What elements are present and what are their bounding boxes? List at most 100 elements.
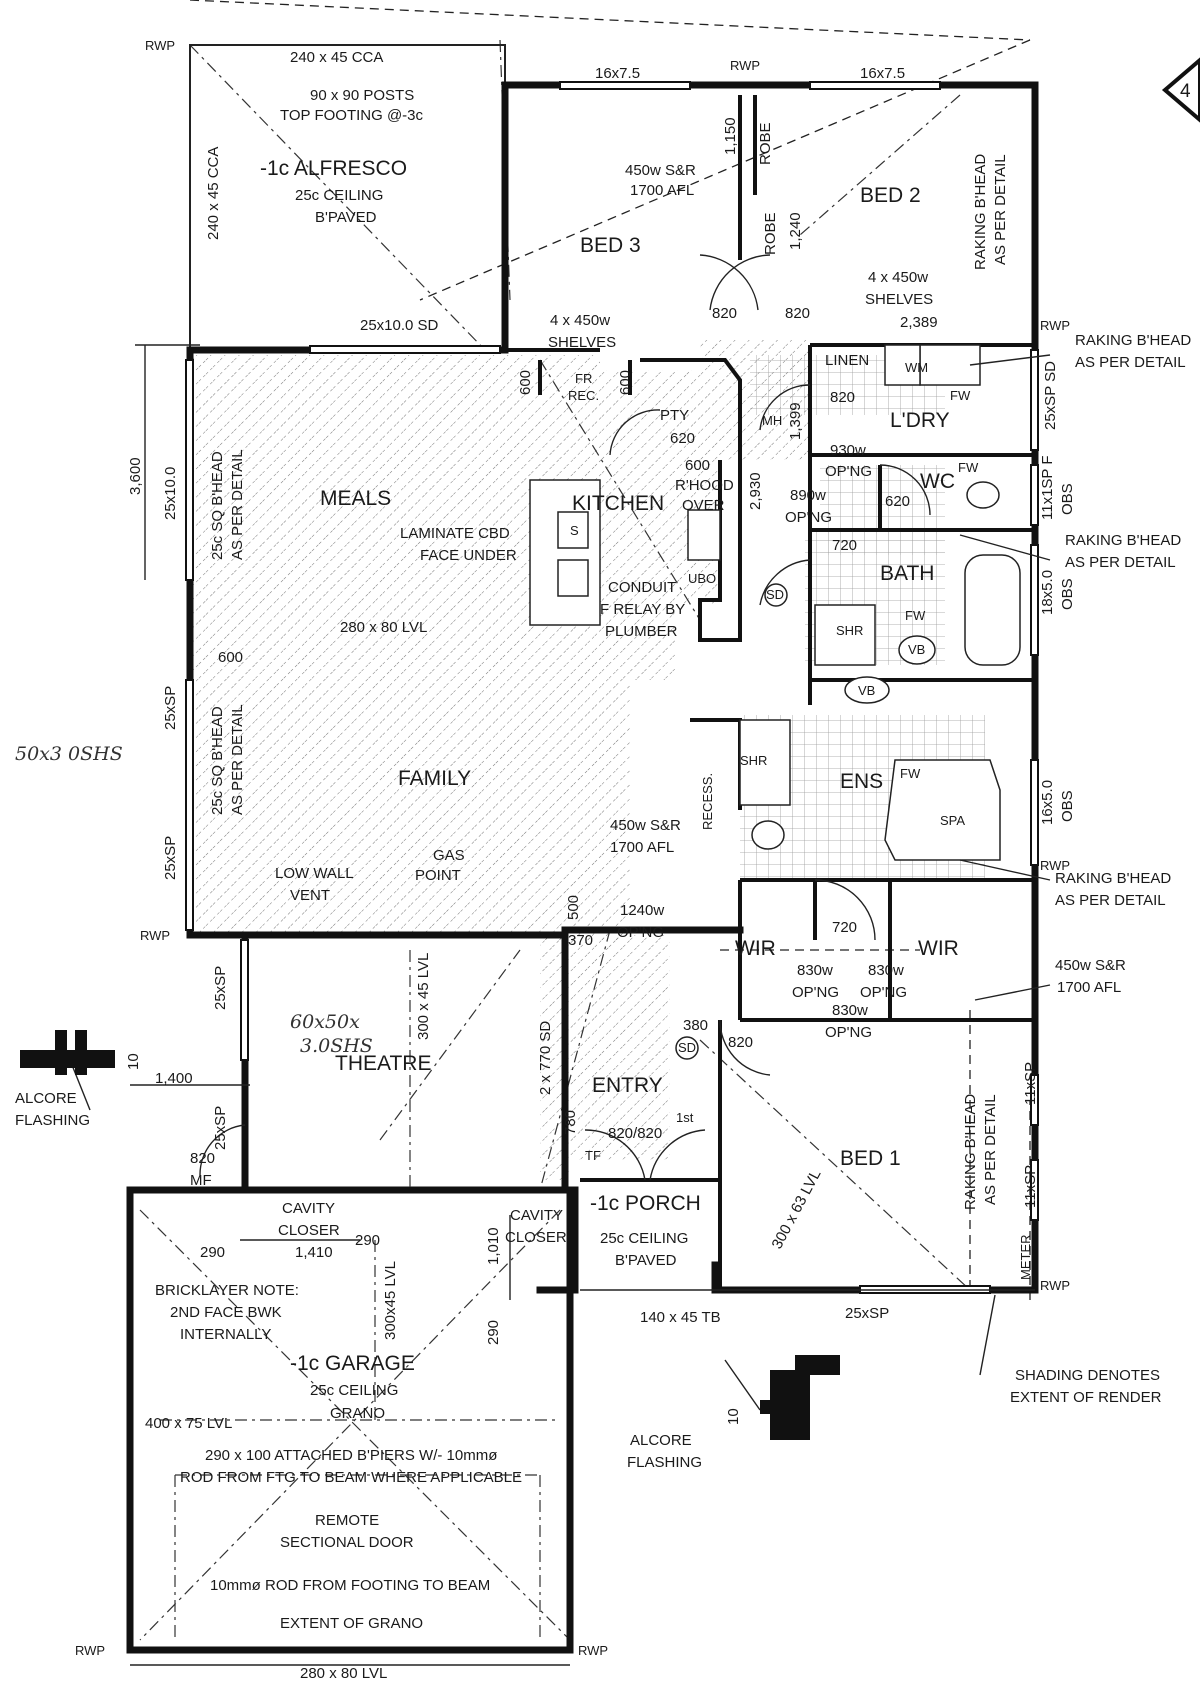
washing-machine-label: WM: [905, 360, 928, 375]
raking-ens-1: RAKING B'HEAD: [1055, 870, 1171, 887]
fw-wc: FW: [958, 460, 979, 475]
tf-label: TF: [585, 1148, 601, 1163]
room-bed2: BED 2: [860, 184, 921, 207]
opng-830-b-1: 830w: [868, 962, 904, 979]
dim-1010: 1,010: [485, 1227, 502, 1265]
door-820-mf: 820: [190, 1150, 215, 1167]
sd-alfresco: 25x10.0 SD: [360, 317, 439, 334]
opng-890-2: OP'NG: [785, 509, 832, 526]
opng-830-a-2: OP'NG: [792, 984, 839, 1001]
garage-grano: GRANO: [330, 1405, 385, 1422]
room-meals: MEALS: [320, 487, 391, 510]
vanity-basin-1: VB: [908, 642, 925, 657]
window-18x5: 18x5.0: [1039, 570, 1056, 615]
dim-3600: 3,600: [127, 457, 144, 495]
door-820-ldry: 820: [830, 389, 855, 406]
bhead-sq-2: AS PER DETAIL: [229, 449, 246, 560]
rwp-garage-left: RWP: [75, 1643, 105, 1658]
shelves-a-1: 4 x 450w: [868, 269, 928, 286]
bricklayer-1: BRICKLAYER NOTE:: [155, 1282, 299, 1299]
room-bed3: BED 3: [580, 234, 641, 257]
room-wir-right: WIR: [918, 937, 959, 960]
rhood-2: R'HOOD: [675, 477, 734, 494]
fw-ldry: FW: [950, 388, 971, 403]
lvl-300-garage: 300x45 LVL: [382, 1261, 399, 1340]
window-25xsp-mf: 25xSP: [212, 1106, 229, 1150]
fw-ens: FW: [900, 766, 921, 781]
hand-note-60x50-1: 60x50x: [290, 1011, 360, 1033]
shading-1: SHADING DENOTES: [1015, 1367, 1160, 1384]
oven-label: UBO: [688, 571, 716, 586]
window-11xsp-a: 11xSP: [1022, 1062, 1039, 1105]
grano-extent: EXTENT OF GRANO: [280, 1615, 423, 1632]
smoke-detector-2: SD: [678, 1040, 696, 1055]
hand-note-50x3: 50x3 0SHS: [15, 743, 123, 765]
ens-shower-label: SHR: [740, 753, 767, 768]
opng-1240-1: 1240w: [620, 902, 664, 919]
alcore-3: ALCORE: [630, 1432, 692, 1449]
tb-140: 140 x 45 TB: [640, 1309, 721, 1326]
fixtures: [529, 344, 1021, 1060]
dim-290-c: 290: [485, 1320, 502, 1345]
door-820-entry: 820: [728, 1034, 753, 1051]
reference-lines: [139, 0, 1031, 1641]
raking-bed2-2: AS PER DETAIL: [992, 154, 1009, 265]
smoke-detector-1: SD: [766, 587, 784, 602]
door-620-wc: 620: [885, 493, 910, 510]
recess-label: RECESS.: [700, 773, 715, 830]
dim-600-a: 600: [517, 370, 534, 395]
room-pantry: PTY: [660, 407, 689, 424]
alcore-detail-right: [760, 1355, 840, 1440]
manhole-label: MH: [762, 413, 782, 428]
alfresco-ceiling: 25c CEILING: [295, 187, 383, 204]
rwp-right3: RWP: [1040, 1278, 1070, 1293]
opng-830-c-2: OP'NG: [825, 1024, 872, 1041]
raking-bed1-2: AS PER DETAIL: [982, 1094, 999, 1205]
opng-930-1: 930w: [830, 442, 866, 459]
posts-note1: 90 x 90 POSTS: [310, 87, 414, 104]
window-11x1sp-f: 11x1SP F: [1039, 456, 1056, 520]
shelves-b-2: SHELVES: [548, 334, 616, 351]
sink-s: S: [570, 523, 579, 538]
fw-bath: FW: [905, 608, 926, 623]
lvl-280-bottom: 280 x 80 LVL: [300, 1665, 387, 1682]
porch-ceiling: 25c CEILING: [600, 1230, 688, 1247]
cavity-a-2: CLOSER: [278, 1222, 340, 1239]
door-820-a: 820: [712, 305, 737, 322]
sr-450-b-1: 450w S&R: [610, 817, 681, 834]
room-porch: -1c PORCH: [590, 1192, 701, 1215]
dim-500: 500: [565, 895, 582, 920]
alcore-detail-left: [20, 1030, 115, 1075]
window-16x75-a: 16x7.5: [595, 65, 640, 82]
room-robe-top: ROBE: [757, 122, 774, 165]
alfresco-paved: B'PAVED: [315, 209, 377, 226]
obs-bath: OBS: [1059, 578, 1076, 610]
door-820-b: 820: [785, 305, 810, 322]
rwp-right2: RWP: [1040, 858, 1070, 873]
dim-290-b: 290: [355, 1232, 380, 1249]
room-labels: -1c ALFRESCO 25c CEILING B'PAVED BED 3 B…: [260, 81, 1191, 1422]
sheet-marker: [1161, 57, 1200, 123]
sd-770: 2 x 770 SD: [537, 1021, 554, 1095]
rwp-top: RWP: [730, 58, 760, 73]
dim-2389: 2,389: [900, 314, 938, 331]
dim-780: 780: [562, 1110, 579, 1135]
dim-720-wir: 720: [832, 919, 857, 936]
mf-label: MF: [190, 1172, 212, 1189]
raking-bed2-1: RAKING B'HEAD: [972, 154, 989, 270]
dim-600-b: 600: [617, 370, 634, 395]
conduit-3: PLUMBER: [605, 623, 678, 640]
opng-830-a-1: 830w: [797, 962, 833, 979]
lvl-300-bed1: 300 x 63 LVL: [769, 1167, 825, 1252]
raking-ens-2: AS PER DETAIL: [1055, 892, 1166, 909]
bhead-sq2-1: 25c SQ B'HEAD: [209, 706, 226, 815]
shelves-a-2: SHELVES: [865, 291, 933, 308]
dim-370: 370: [568, 932, 593, 949]
remote-2: SECTIONAL DOOR: [280, 1534, 414, 1551]
window-25xsp-b: 25xSP: [162, 836, 179, 880]
door-620-pantry: 620: [670, 430, 695, 447]
vanity-basin-2: VB: [858, 683, 875, 698]
fridge-recess-label: REC.: [568, 388, 599, 403]
door-swings: [199, 254, 931, 1181]
bpiers-1: 290 x 100 ATTACHED B'PIERS W/- 10mmø: [205, 1447, 497, 1464]
